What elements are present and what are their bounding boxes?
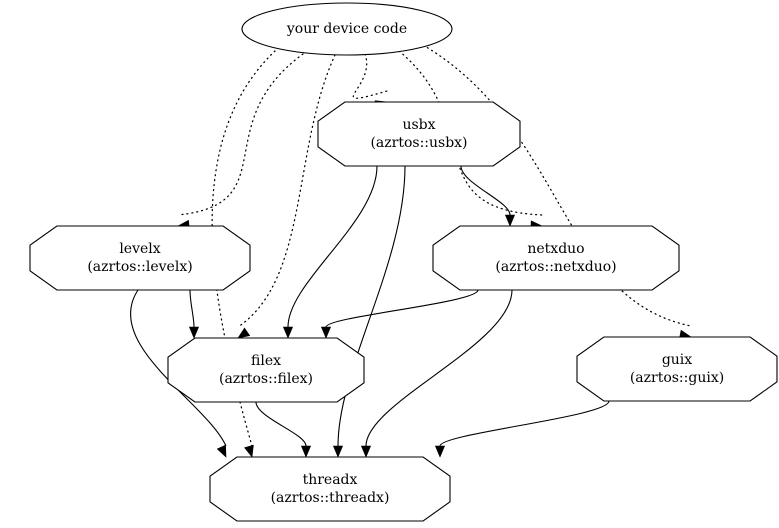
node-label-secondary: (azrtos::netxduo) — [495, 259, 616, 275]
edge-device-to-filex — [237, 54, 336, 339]
edge-path-solid — [337, 165, 406, 447]
edge-path-solid — [255, 401, 307, 447]
node-shape-octagon — [167, 337, 365, 403]
arrowhead-icon — [300, 445, 312, 458]
edge-levelx-to-filex — [188, 289, 200, 339]
edge-path-dotted — [422, 44, 692, 327]
node-shape-octagon — [317, 101, 521, 167]
edge-device-to-guix — [422, 44, 692, 340]
edge-usbx-to-threadx — [332, 165, 406, 458]
arrowhead-icon — [504, 214, 516, 227]
edge-path-solid — [439, 400, 610, 447]
edge-path-solid — [287, 165, 378, 328]
node-shape-octagon — [209, 456, 451, 522]
node-device[interactable]: your device code — [241, 2, 453, 56]
edge-path-solid — [189, 289, 195, 328]
edge-usbx-to-netxduo — [460, 165, 516, 227]
arrowhead-icon — [360, 445, 372, 458]
edge-path-solid — [130, 289, 227, 447]
node-label-secondary: (azrtos::levelx) — [87, 259, 192, 275]
edge-path-solid — [325, 289, 479, 328]
edge-device-to-usbx — [352, 53, 388, 111]
node-guix[interactable]: guix(azrtos::guix) — [576, 336, 778, 402]
node-usbx[interactable]: usbx(azrtos::usbx) — [317, 101, 521, 167]
node-label-primary: usbx — [402, 117, 435, 133]
arrowhead-icon — [244, 444, 254, 458]
edge-layer — [130, 44, 692, 458]
node-shape-octagon — [576, 336, 778, 402]
node-label-secondary: (azrtos::usbx) — [370, 135, 467, 151]
node-label-primary: threadx — [303, 472, 358, 488]
node-label-primary: filex — [251, 353, 281, 369]
node-threadx[interactable]: threadx(azrtos::threadx) — [209, 456, 451, 522]
node-layer: your device codeusbx(azrtos::usbx)levelx… — [29, 2, 778, 522]
edge-path-dotted — [352, 53, 388, 99]
arrowhead-icon — [216, 444, 227, 458]
arrowhead-icon — [282, 326, 294, 339]
node-label-secondary: (azrtos::threadx) — [271, 490, 390, 506]
edge-filex-to-threadx — [255, 401, 312, 458]
node-shape-octagon — [29, 225, 251, 291]
node-label-secondary: (azrtos::filex) — [219, 371, 313, 387]
arrowhead-icon — [434, 445, 446, 458]
edge-path-dotted — [211, 50, 276, 447]
node-label-primary: guix — [662, 352, 692, 368]
arrowhead-icon — [332, 445, 344, 458]
edge-path-solid — [365, 289, 513, 447]
edge-path-dotted — [398, 50, 543, 216]
node-filex[interactable]: filex(azrtos::filex) — [167, 337, 365, 403]
arrowhead-icon — [188, 326, 200, 339]
node-shape-octagon — [432, 225, 680, 291]
edge-path-solid — [460, 165, 511, 216]
node-label-primary: levelx — [119, 241, 160, 257]
node-label-primary: your device code — [286, 21, 407, 37]
arrowhead-icon — [237, 327, 251, 339]
edge-usbx-to-filex — [282, 165, 378, 339]
node-label-secondary: (azrtos::guix) — [630, 370, 724, 386]
edge-levelx-to-threadx — [130, 289, 227, 458]
node-levelx[interactable]: levelx(azrtos::levelx) — [29, 225, 251, 291]
edge-netxduo-to-filex — [320, 289, 479, 339]
node-netxduo[interactable]: netxduo(azrtos::netxduo) — [432, 225, 680, 291]
node-label-primary: netxduo — [527, 241, 584, 257]
edge-path-dotted — [177, 53, 304, 216]
edge-netxduo-to-threadx — [360, 289, 513, 458]
edge-device-to-levelx — [177, 53, 304, 230]
edge-guix-to-threadx — [434, 400, 610, 458]
edge-device-to-threadx — [211, 50, 276, 458]
node-shape-ellipse — [241, 2, 453, 56]
edge-path-dotted — [237, 54, 336, 328]
arrowhead-icon — [320, 326, 332, 339]
